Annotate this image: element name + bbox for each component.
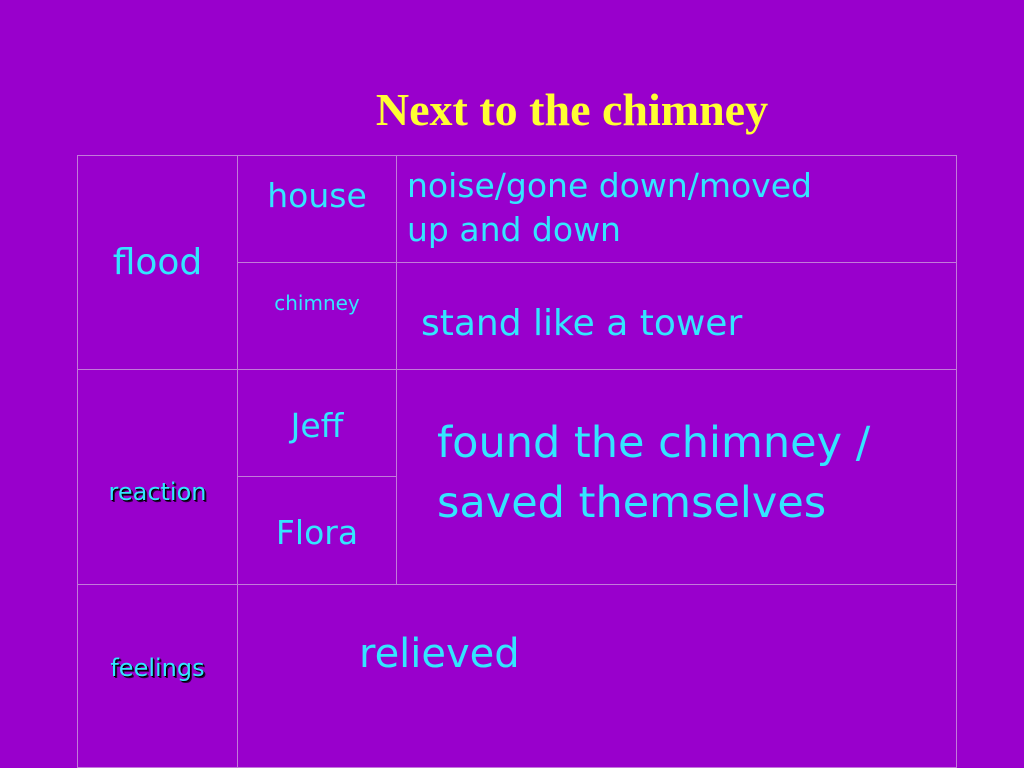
reaction-detail-line2: saved themselves (437, 478, 827, 528)
sub-label-flora: Flora (275, 513, 359, 552)
reaction-detail-line1: found the chimney / (437, 418, 871, 468)
chimney-detail: stand like a tower (421, 303, 743, 344)
cell-jeff: Jeff (237, 369, 397, 477)
house-detail-line2: up and down (407, 210, 621, 249)
sub-label-house: house (267, 176, 367, 215)
cell-chimney-detail: stand like a tower (396, 262, 957, 370)
cell-reaction-detail: found the chimney / saved themselves (396, 369, 957, 585)
row-label-flood: flood (112, 242, 203, 283)
cell-feelings-detail: relieved (237, 584, 957, 768)
sub-label-chimney: chimney (274, 291, 360, 315)
cell-flora: Flora (237, 476, 397, 585)
house-detail-line1: noise/gone down/moved (407, 166, 813, 205)
row-label-feelings: feelings (110, 654, 205, 682)
cell-chimney: chimney (237, 262, 397, 370)
row-label-reaction: reaction (108, 478, 207, 506)
cell-reaction-label: reaction (77, 369, 238, 585)
cell-flood-label: flood (77, 155, 238, 370)
cell-house-detail: noise/gone down/moved up and down (396, 155, 957, 263)
cell-house: house (237, 155, 397, 263)
cell-feelings-label: feelings (77, 584, 238, 768)
sub-label-jeff: Jeff (290, 406, 344, 445)
slide-title: Next to the chimney (375, 84, 769, 135)
feelings-detail: relieved (359, 631, 520, 677)
